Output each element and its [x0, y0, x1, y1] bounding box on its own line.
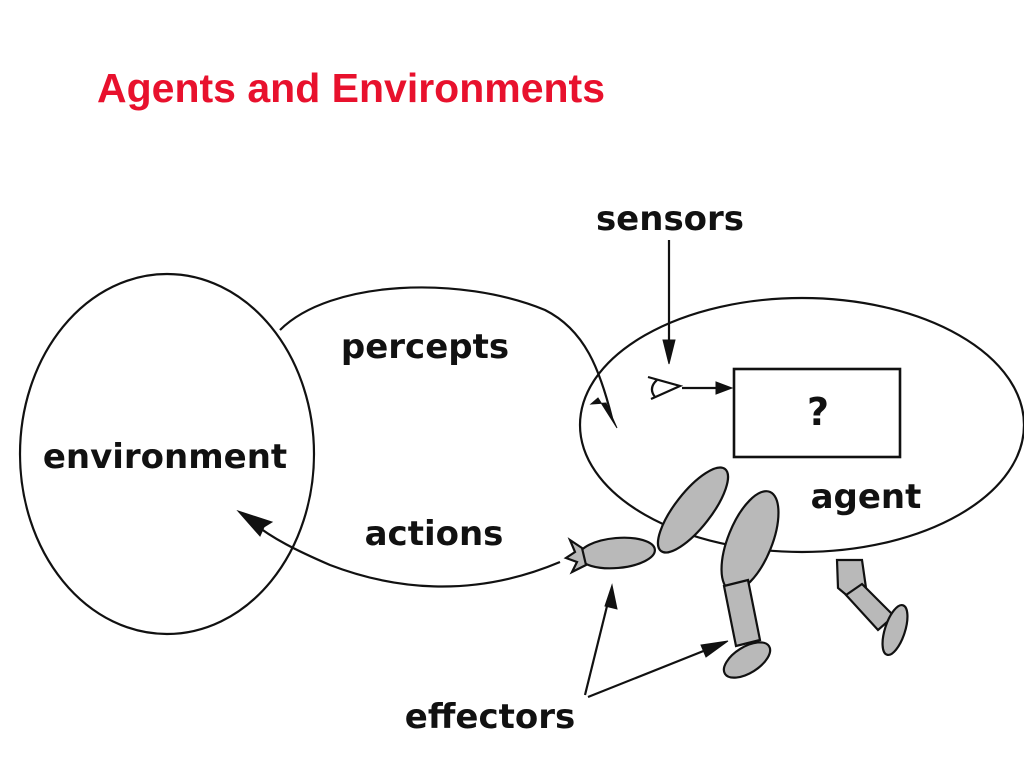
environment-ellipse [18, 272, 316, 636]
agent-ellipse [578, 296, 1024, 554]
percepts-label: percepts [341, 327, 509, 367]
actions-label: actions [365, 514, 504, 554]
actions-arrowhead [236, 509, 274, 537]
arm-effector [563, 466, 730, 575]
percepts-arrowhead [589, 397, 618, 429]
effectors-pointer-arm-line [583, 593, 612, 696]
effectors-pointer-leg-line [587, 644, 717, 699]
sensors-pointer-arrowhead [662, 339, 676, 365]
effectors-pointer-arm-arrowhead [604, 583, 618, 610]
sensor-eye-icon [647, 375, 684, 401]
environment-label: environment [43, 437, 287, 477]
sensors-label: sensors [596, 199, 744, 239]
slide-title: Agents and Environments [97, 65, 606, 111]
back-leg-effector [835, 558, 909, 657]
agent-function-box [732, 367, 902, 459]
agent-label: agent [811, 477, 922, 517]
effectors-label: effectors [405, 697, 575, 737]
agent-function-label: ? [807, 390, 829, 434]
front-leg-effector [720, 490, 780, 679]
actions-arc [249, 519, 561, 588]
effectors-pointer-leg-arrowhead [700, 640, 729, 658]
percepts-arc [279, 286, 614, 419]
sensor-to-box-arrowhead [715, 381, 734, 395]
